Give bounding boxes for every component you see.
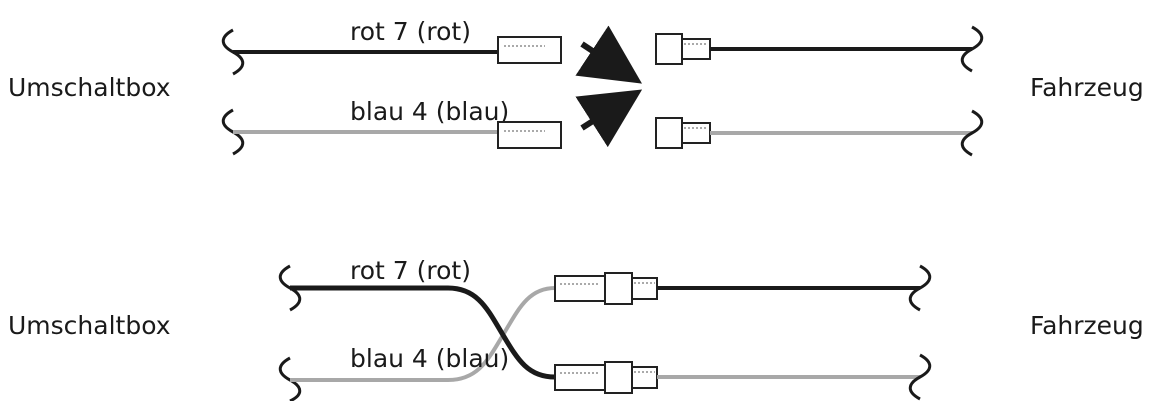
top-left-label: Umschaltbox	[8, 73, 171, 102]
top-blue-male-connector	[655, 117, 711, 149]
top-diagram: Umschaltbox Fahrzeug rot 7 (rot) blau 4 …	[8, 17, 1144, 157]
top-red-male-connector	[655, 33, 711, 65]
top-red-wire-break-right	[960, 25, 984, 73]
bottom-lower-connector-assembly	[554, 361, 658, 394]
bottom-red-wire-crossing	[290, 285, 556, 380]
bottom-right-label: Fahrzeug	[1030, 311, 1144, 340]
bottom-upper-connector-assembly	[554, 272, 658, 305]
top-red-female-connector	[497, 36, 562, 64]
top-right-label: Fahrzeug	[1030, 73, 1144, 102]
top-blue-wire-break-right	[960, 109, 984, 157]
top-blue-female-connector	[497, 121, 562, 149]
top-arrow-up-icon	[575, 89, 643, 148]
top-blue-wire-label: blau 4 (blau)	[350, 97, 509, 126]
top-red-wire-label: rot 7 (rot)	[350, 17, 471, 46]
bottom-red-wire-break-right	[908, 264, 932, 312]
bottom-diagram: Umschaltbox Fahrzeug rot 7 (rot) blau 4 …	[8, 256, 1144, 401]
bottom-blue-wire-label: blau 4 (blau)	[350, 344, 509, 373]
bottom-left-label: Umschaltbox	[8, 311, 171, 340]
top-arrow-down-icon	[575, 25, 643, 84]
bottom-blue-wire-break-right	[908, 353, 932, 401]
bottom-red-wire-label: rot 7 (rot)	[350, 256, 471, 285]
